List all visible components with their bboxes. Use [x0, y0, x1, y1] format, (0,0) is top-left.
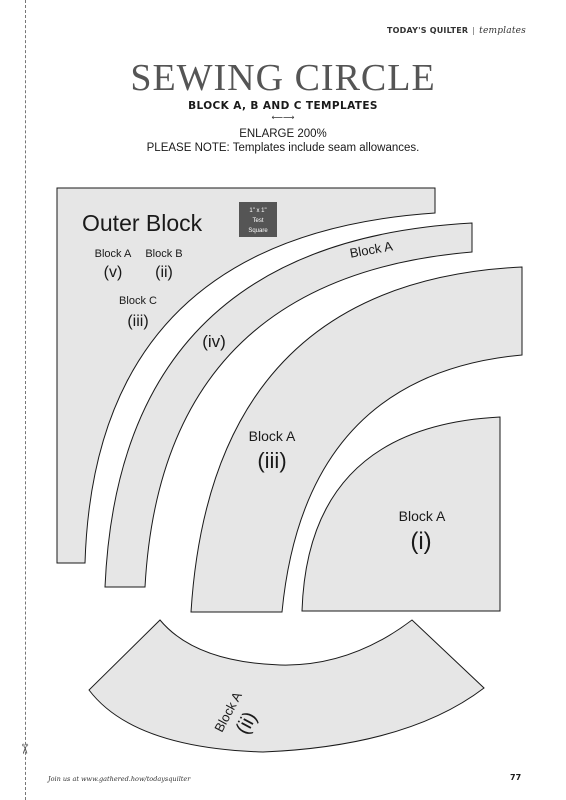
block-a-i-number: (i) — [410, 528, 431, 555]
double-arrow-icon: ⟵⟶ — [271, 113, 295, 122]
block-a-iv-number: (iv) — [202, 332, 226, 351]
block-a-iv-label: Block A — [349, 238, 395, 260]
seam-allowance-note: PLEASE NOTE: Templates include seam allo… — [146, 142, 420, 154]
outer-block-a-number: (v) — [104, 264, 123, 281]
outer-block-shape — [56, 187, 436, 564]
block-a-iv-shape — [104, 222, 473, 588]
block-a-i-label: Block A — [399, 508, 446, 524]
section-name: templates — [479, 26, 526, 36]
page-title: SEWING CIRCLE — [130, 57, 436, 99]
running-head: TODAY'S QUILTER|templates — [387, 26, 526, 36]
block-a-iii-label: Block A — [249, 428, 296, 444]
block-a-ii-shape — [88, 619, 485, 753]
test-square-size: 1" x 1" — [249, 208, 266, 214]
test-square-word-square: Square — [248, 228, 268, 234]
header-separator: | — [472, 26, 476, 35]
enlarge-instruction: ENLARGE 200% — [239, 128, 327, 140]
outer-block-a-label: Block A — [95, 248, 132, 260]
cut-line — [25, 0, 26, 800]
test-square-word-test: Test — [252, 218, 263, 224]
outer-block-b-number: (ii) — [155, 264, 173, 281]
outer-block-title: Outer Block — [82, 210, 203, 236]
outer-block-c-label: Block C — [119, 295, 157, 307]
block-a-iii-number: (iii) — [257, 448, 286, 473]
block-a-iii-shape — [190, 266, 523, 613]
outer-block-c-number: (iii) — [127, 313, 148, 330]
outer-block-b-label: Block B — [145, 248, 182, 260]
test-square — [239, 202, 277, 237]
block-a-i-shape — [301, 416, 501, 612]
magazine-name: TODAY'S QUILTER — [386, 26, 469, 35]
footer-join-text: Join us at www.gathered.how/todaysquilte… — [48, 775, 191, 783]
page-subtitle: BLOCK A, B AND C TEMPLATES — [188, 100, 378, 112]
page-number: 77 — [510, 773, 522, 782]
